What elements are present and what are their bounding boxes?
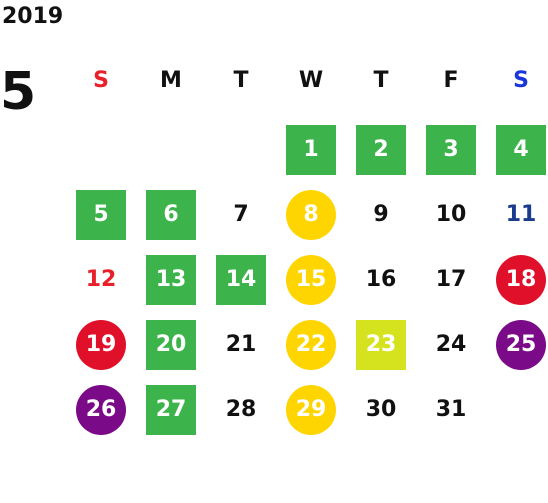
day-cell[interactable]: 17 — [426, 255, 476, 305]
day-number: 19 — [85, 332, 117, 357]
day-cell[interactable]: 4 — [496, 125, 546, 175]
day-cell[interactable]: 6 — [146, 190, 196, 240]
day-cell[interactable]: 23 — [356, 320, 406, 370]
day-cell[interactable]: 15 — [286, 255, 336, 305]
weekday-label: T — [233, 68, 249, 93]
day-number: 20 — [155, 332, 187, 357]
day-number: 16 — [365, 267, 397, 292]
day-cell[interactable]: 31 — [426, 385, 476, 435]
day-number: 3 — [443, 137, 459, 162]
day-cell[interactable]: 14 — [216, 255, 266, 305]
day-number: 5 — [93, 202, 109, 227]
day-cell[interactable]: 27 — [146, 385, 196, 435]
day-cell[interactable]: 28 — [216, 385, 266, 435]
weekday-label: M — [160, 68, 182, 93]
day-cell[interactable]: 26 — [76, 385, 126, 435]
day-number: 11 — [505, 202, 537, 227]
day-cell[interactable]: 1 — [286, 125, 336, 175]
day-cell[interactable]: 9 — [356, 190, 406, 240]
day-cell[interactable]: 7 — [216, 190, 266, 240]
day-cell[interactable]: 11 — [496, 190, 546, 240]
day-cell[interactable]: 10 — [426, 190, 476, 240]
day-number: 30 — [365, 397, 397, 422]
day-number: 26 — [85, 397, 117, 422]
day-number: 18 — [505, 267, 537, 292]
day-number: 4 — [513, 137, 529, 162]
day-number: 1 — [303, 137, 319, 162]
day-cell[interactable]: 2 — [356, 125, 406, 175]
day-number: 29 — [295, 397, 327, 422]
day-number: 8 — [303, 202, 319, 227]
day-number: 23 — [365, 332, 397, 357]
day-cell[interactable]: 19 — [76, 320, 126, 370]
day-number: 10 — [435, 202, 467, 227]
day-number: 6 — [163, 202, 179, 227]
day-number: 25 — [505, 332, 537, 357]
day-cell[interactable]: 5 — [76, 190, 126, 240]
day-number: 22 — [295, 332, 327, 357]
day-number: 27 — [155, 397, 187, 422]
year-label: 2019 — [2, 4, 64, 29]
month-number: 5 — [0, 62, 37, 122]
weekday-label: S — [93, 68, 109, 93]
day-number: 12 — [85, 267, 117, 292]
day-cell[interactable]: 13 — [146, 255, 196, 305]
day-number: 7 — [233, 202, 249, 227]
day-cell[interactable]: 24 — [426, 320, 476, 370]
day-number: 28 — [225, 397, 257, 422]
day-number: 31 — [435, 397, 467, 422]
day-cell[interactable]: 16 — [356, 255, 406, 305]
weekday-label: S — [513, 68, 529, 93]
weekday-label: T — [373, 68, 389, 93]
day-cell[interactable]: 8 — [286, 190, 336, 240]
day-cell[interactable]: 3 — [426, 125, 476, 175]
day-cell[interactable]: 12 — [76, 255, 126, 305]
day-number: 17 — [435, 267, 467, 292]
day-cell[interactable]: 20 — [146, 320, 196, 370]
day-cell[interactable]: 30 — [356, 385, 406, 435]
day-cell[interactable]: 21 — [216, 320, 266, 370]
day-number: 2 — [373, 137, 389, 162]
day-number: 9 — [373, 202, 389, 227]
day-number: 14 — [225, 267, 257, 292]
day-number: 21 — [225, 332, 257, 357]
day-number: 15 — [295, 267, 327, 292]
day-cell[interactable]: 25 — [496, 320, 546, 370]
day-number: 24 — [435, 332, 467, 357]
day-number: 13 — [155, 267, 187, 292]
day-cell[interactable]: 18 — [496, 255, 546, 305]
day-cell[interactable]: 29 — [286, 385, 336, 435]
day-cell[interactable]: 22 — [286, 320, 336, 370]
weekday-label: W — [298, 68, 324, 93]
weekday-label: F — [443, 68, 459, 93]
